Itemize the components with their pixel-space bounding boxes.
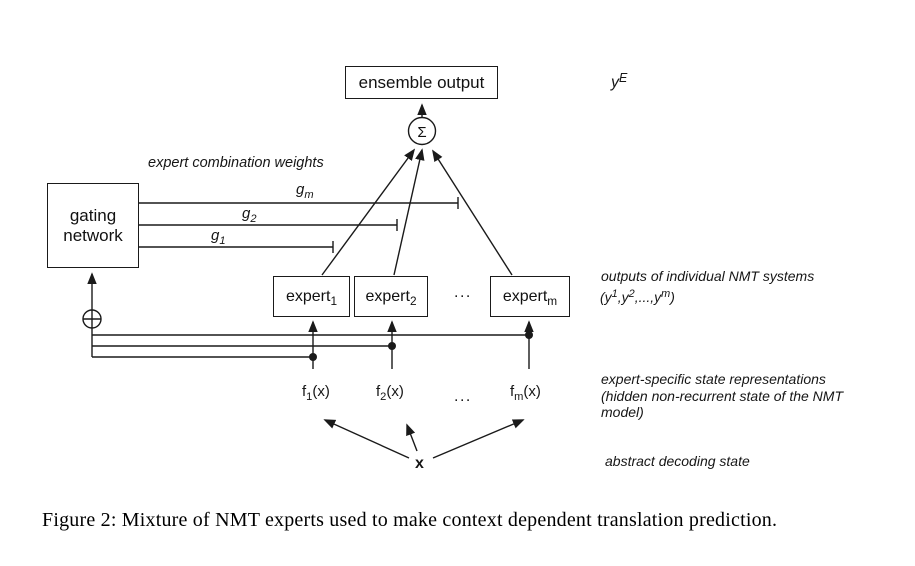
fm-base: f [510, 383, 515, 400]
weight-g2-label: g2 [242, 205, 257, 225]
gating-label-line2: network [63, 225, 123, 245]
states-line2: (hidden non-recurrent state of the NMT [601, 387, 844, 404]
f2-label: f2(x) [376, 383, 404, 403]
fm-sub: m [514, 390, 524, 403]
g2-base: g [242, 205, 251, 222]
tuple-p2: ,y [617, 289, 629, 305]
ensemble-output-box: ensemble output [345, 66, 498, 99]
expertm-base: expert [502, 287, 548, 305]
fm-arg: (x) [523, 383, 541, 400]
tuple-s2: 2 [628, 288, 635, 301]
gm-base: g [296, 181, 305, 198]
weight-gm-label: gm [296, 181, 314, 201]
f1-arg: (x) [312, 383, 330, 400]
expert2-base: expert [365, 287, 410, 305]
f1-sub: 1 [306, 390, 313, 403]
ensemble-var-label: yE [611, 70, 628, 92]
f1-label: f1(x) [302, 383, 330, 403]
tuple-s1: 1 [611, 288, 618, 301]
expert2-label: expert2 [365, 287, 417, 308]
expert2-box: expert2 [354, 276, 428, 317]
ensemble-var-sup: E [619, 70, 628, 85]
arrow-x-to-f1 [323, 419, 410, 459]
weights-caption: expert combination weights [148, 155, 324, 171]
outputs-tuple: (y1,y2,...,ym) [600, 288, 675, 308]
experts-ellipsis: ... [454, 284, 472, 301]
arrow-expert1-to-sum [321, 148, 416, 276]
junction-dot-m [525, 331, 533, 339]
arrow-expertm-to-sum [432, 149, 513, 276]
states-line3: model) [601, 404, 644, 420]
fm-label: fm(x) [510, 383, 541, 403]
state-fn-ellipsis: ... [454, 388, 472, 405]
decoding-state-x: x [415, 455, 424, 472]
expertm-sub: m [547, 293, 558, 308]
tuple-p4: ) [670, 289, 675, 305]
arrow-x-to-f2 [406, 423, 418, 452]
f2-arg: (x) [386, 383, 404, 400]
figure-caption: Figure 2: Mixture of NMT experts used to… [42, 509, 778, 531]
states-line1: expert-specific state representations [601, 371, 826, 387]
expert2-sub: 2 [409, 293, 417, 308]
expert1-label: expert1 [285, 287, 338, 308]
expertm-box: expertm [490, 276, 570, 317]
f2-sub: 2 [380, 390, 387, 403]
arrow-expert2-to-sum [393, 148, 425, 276]
f1-base: f [302, 383, 307, 400]
ensemble-output-label: ensemble output [358, 72, 485, 92]
gating-network-box: gating network [47, 183, 139, 268]
g1-sub: 1 [219, 234, 226, 247]
states-annotation: expert-specific state representations (h… [601, 371, 901, 421]
expert1-box: expert1 [273, 276, 350, 317]
expertm-label: expertm [502, 287, 558, 308]
tuple-p1: (y [600, 289, 612, 305]
junction-dot-2 [388, 342, 396, 350]
g2-sub: 2 [250, 212, 257, 225]
outputs-annotation: outputs of individual NMT systems [601, 268, 815, 284]
gating-label-line1: gating [69, 205, 117, 225]
gm-sub: m [304, 188, 314, 201]
f2-base: f [376, 383, 381, 400]
g1-base: g [211, 227, 220, 244]
decoding-state-annotation: abstract decoding state [605, 453, 750, 469]
weight-g1-label: g1 [211, 227, 226, 247]
arrow-x-to-fm [432, 419, 525, 459]
ensemble-var-base: y [611, 74, 619, 91]
junction-dot-1 [309, 353, 317, 361]
expert1-sub: 1 [330, 293, 338, 308]
tuple-p3: ,...,y [634, 289, 662, 305]
tuple-s3: m [661, 288, 671, 301]
sum-node: Σ [407, 116, 437, 146]
expert1-base: expert [285, 287, 331, 305]
circled-plus-icon [82, 309, 102, 329]
sigma-symbol: Σ [417, 124, 426, 141]
